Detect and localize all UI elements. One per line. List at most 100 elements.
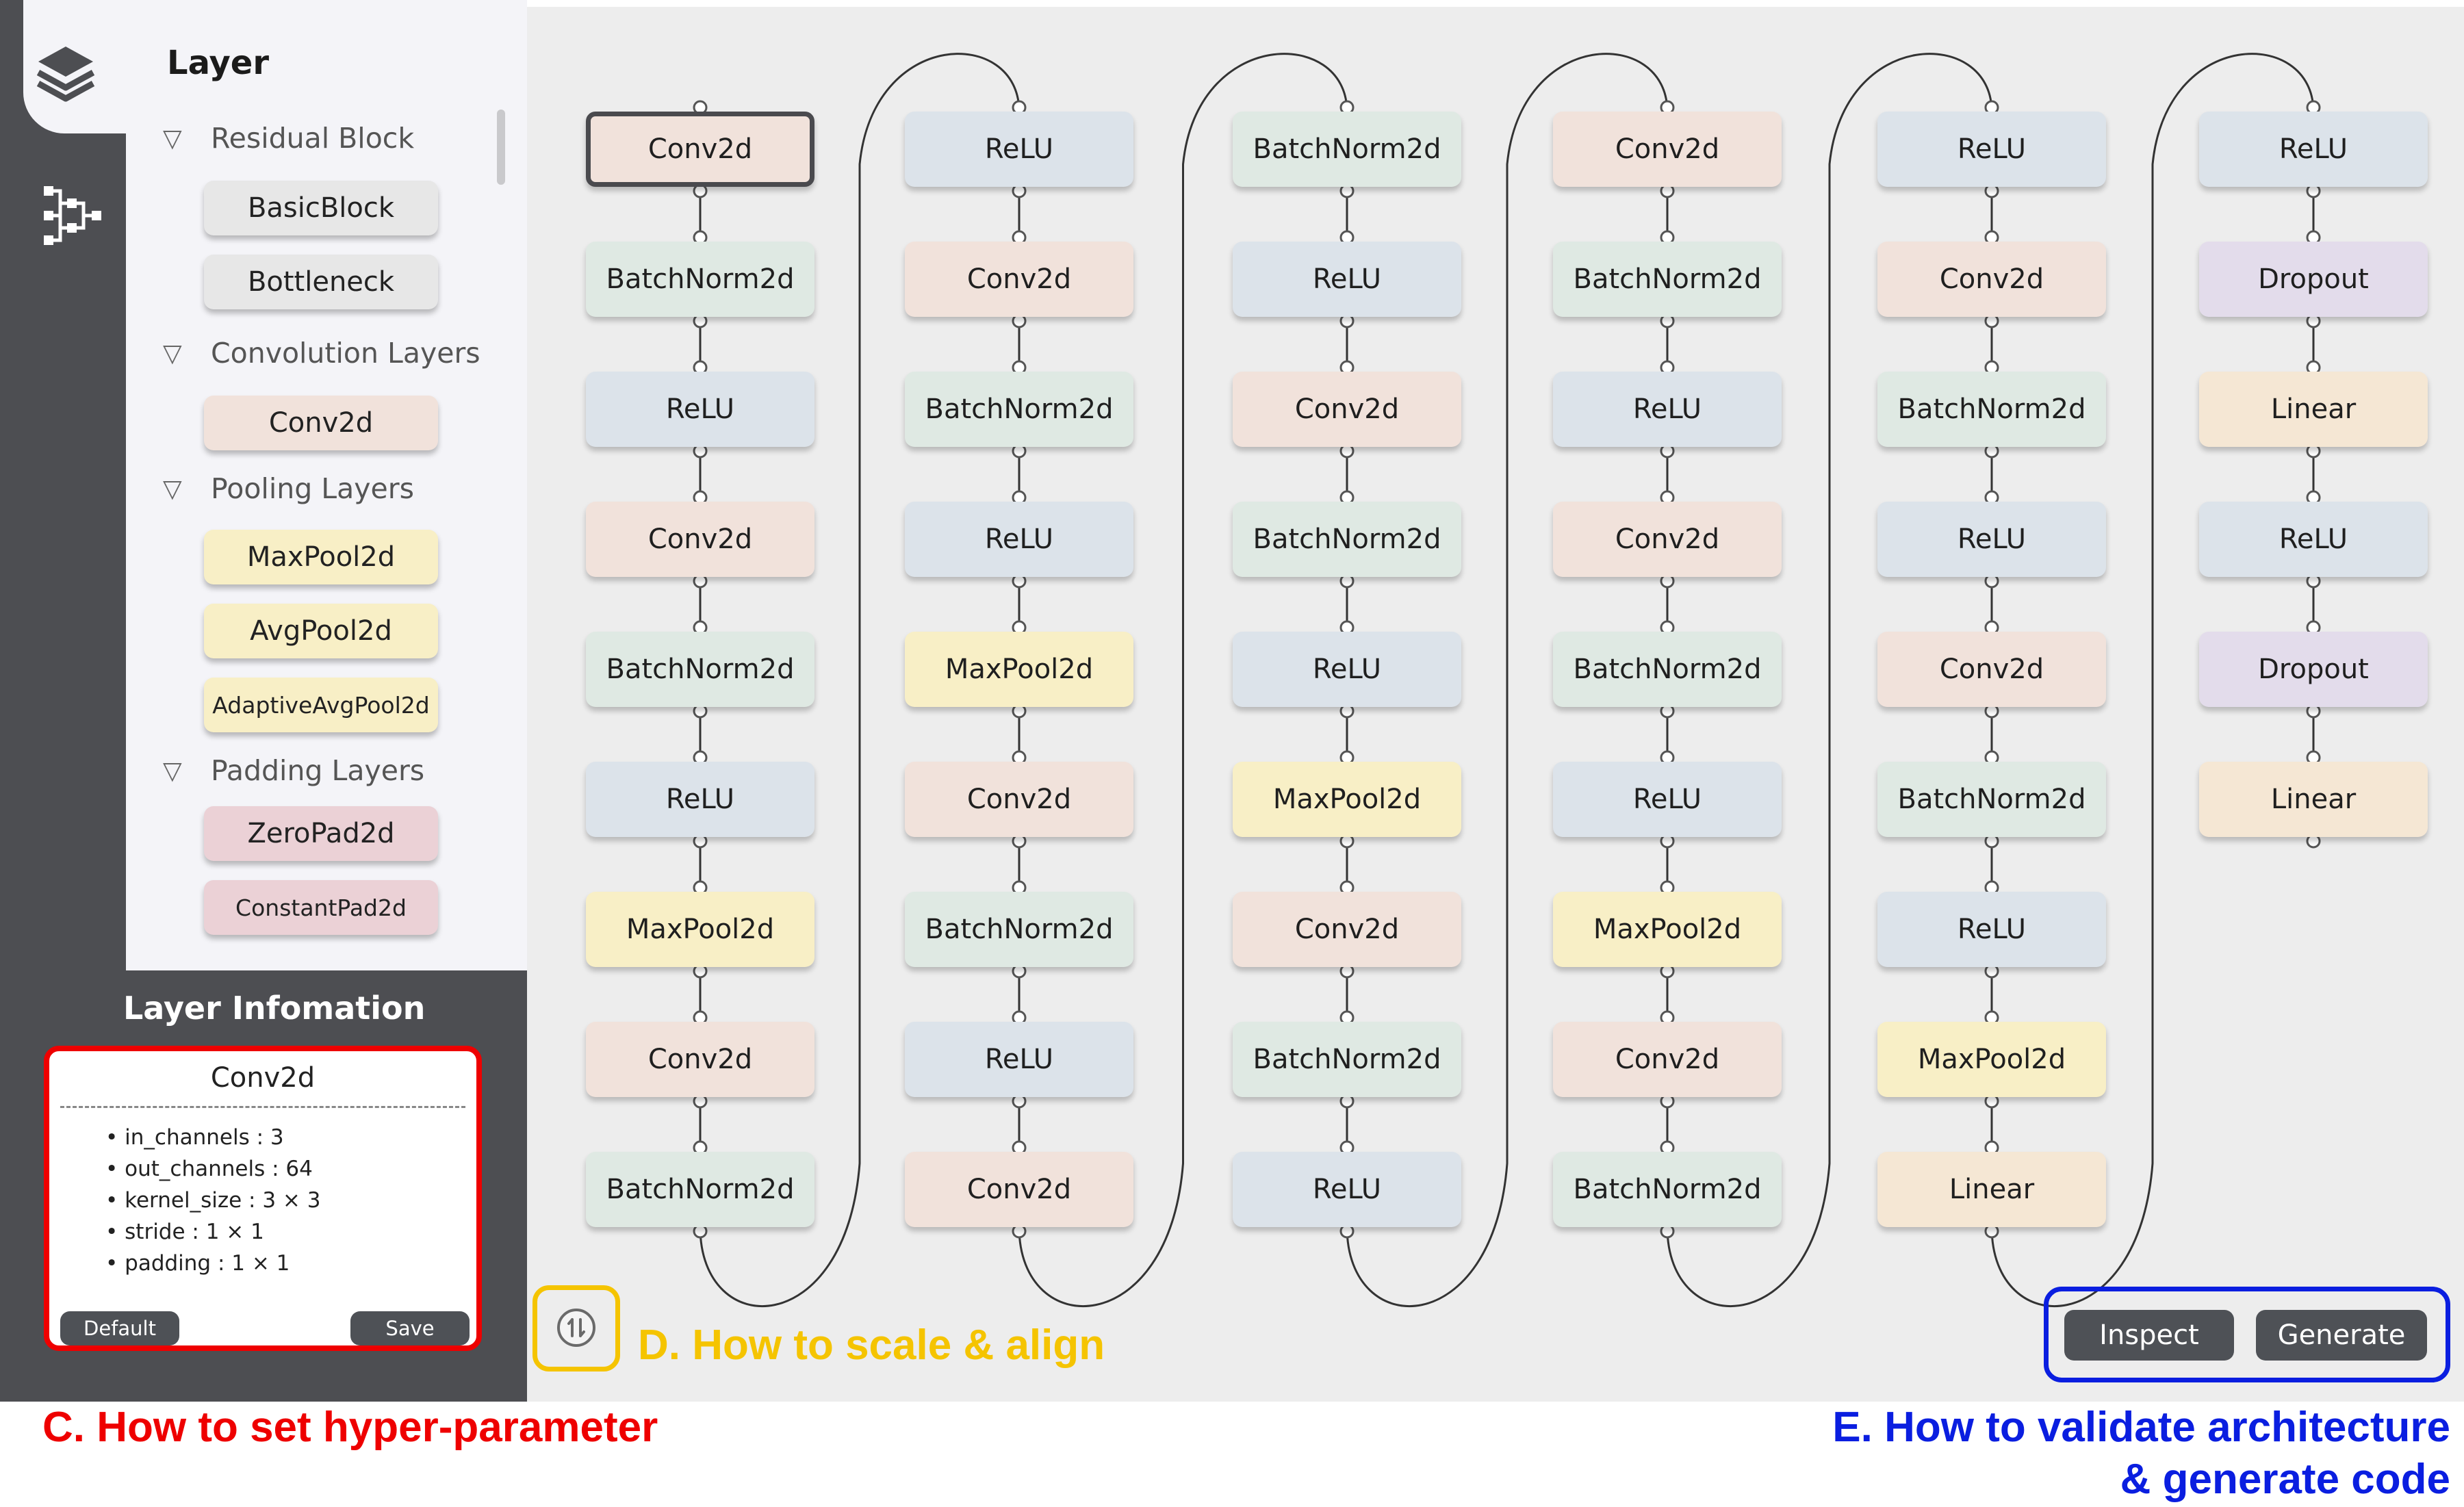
generate-button[interactable]: Generate: [2256, 1310, 2427, 1361]
node-maxpool2d[interactable]: MaxPool2d: [1233, 762, 1461, 837]
node-conv2d[interactable]: Conv2d: [1233, 892, 1461, 967]
node-maxpool2d[interactable]: MaxPool2d: [905, 632, 1133, 707]
section-label: Convolution Layers: [211, 337, 480, 370]
node-linear[interactable]: Linear: [2199, 762, 2428, 837]
param-separator: :: [265, 1157, 286, 1181]
canvas[interactable]: [527, 7, 2464, 1402]
node-relu[interactable]: ReLU: [1553, 762, 1782, 837]
section-label: Pooling Layers: [211, 472, 414, 505]
node-batchnorm2d[interactable]: BatchNorm2d: [905, 372, 1133, 447]
node-batchnorm2d[interactable]: BatchNorm2d: [1553, 1152, 1782, 1227]
param-kernel-size[interactable]: • kernel_size : 3 × 3: [105, 1188, 321, 1213]
bullet-icon: •: [105, 1220, 125, 1244]
node-maxpool2d[interactable]: MaxPool2d: [1553, 892, 1782, 967]
node-conv2d[interactable]: Conv2d: [905, 242, 1133, 317]
param-value[interactable]: 1 × 1: [231, 1251, 290, 1276]
node-relu[interactable]: ReLU: [1233, 632, 1461, 707]
palette-item-adaptiveavgpool2d[interactable]: AdaptiveAvgPool2d: [204, 678, 438, 732]
node-relu[interactable]: ReLU: [905, 112, 1133, 187]
section-label: Residual Block: [211, 122, 415, 155]
palette-item-avgpool2d[interactable]: AvgPool2d: [204, 604, 438, 658]
palette-item-bottleneck[interactable]: Bottleneck: [204, 255, 438, 309]
node-relu[interactable]: ReLU: [1233, 242, 1461, 317]
param-value[interactable]: 1 × 1: [205, 1220, 264, 1244]
palette-item-basicblock[interactable]: BasicBlock: [204, 181, 438, 235]
node-relu[interactable]: ReLU: [1553, 372, 1782, 447]
palette-item-maxpool2d[interactable]: MaxPool2d: [204, 530, 438, 584]
node-batchnorm2d[interactable]: BatchNorm2d: [586, 632, 814, 707]
param-in-channels[interactable]: • in_channels : 3: [105, 1125, 284, 1150]
node-linear[interactable]: Linear: [1877, 1152, 2106, 1227]
node-batchnorm2d[interactable]: BatchNorm2d: [1553, 632, 1782, 707]
node-linear[interactable]: Linear: [2199, 372, 2428, 447]
node-batchnorm2d[interactable]: BatchNorm2d: [1877, 762, 2106, 837]
layers-icon[interactable]: [33, 40, 99, 105]
node-batchnorm2d[interactable]: BatchNorm2d: [586, 242, 814, 317]
node-batchnorm2d[interactable]: BatchNorm2d: [1233, 502, 1461, 577]
node-conv2d[interactable]: Conv2d: [1233, 372, 1461, 447]
node-conv2d[interactable]: Conv2d: [586, 1022, 814, 1097]
node-conv2d[interactable]: Conv2d: [1877, 632, 2106, 707]
section-convolution-layers[interactable]: ▽ Convolution Layers: [163, 337, 480, 370]
param-separator: :: [185, 1220, 206, 1244]
scale-align-icon[interactable]: [556, 1307, 597, 1348]
node-maxpool2d[interactable]: MaxPool2d: [1877, 1022, 2106, 1097]
node-batchnorm2d[interactable]: BatchNorm2d: [1233, 1022, 1461, 1097]
node-conv2d[interactable]: Conv2d: [1553, 112, 1782, 187]
node-batchnorm2d[interactable]: BatchNorm2d: [1553, 242, 1782, 317]
node-relu[interactable]: ReLU: [586, 372, 814, 447]
collapse-triangle-icon[interactable]: ▽: [163, 474, 182, 503]
bullet-icon: •: [105, 1188, 125, 1213]
scale-align-highlight: [532, 1285, 620, 1371]
palette-item-constantpad2d[interactable]: ConstantPad2d: [204, 880, 438, 935]
collapse-triangle-icon[interactable]: ▽: [163, 339, 182, 368]
node-relu[interactable]: ReLU: [905, 502, 1133, 577]
section-pooling-layers[interactable]: ▽ Pooling Layers: [163, 472, 414, 505]
node-conv2d[interactable]: Conv2d: [1553, 502, 1782, 577]
param-key: padding: [125, 1251, 211, 1276]
save-button[interactable]: Save: [350, 1311, 470, 1345]
param-key: in_channels: [125, 1125, 250, 1150]
palette-item-zeropad2d[interactable]: ZeroPad2d: [204, 806, 438, 861]
collapse-triangle-icon[interactable]: ▽: [163, 756, 182, 785]
node-conv2d[interactable]: Conv2d: [905, 762, 1133, 837]
bullet-icon: •: [105, 1125, 125, 1150]
node-batchnorm2d[interactable]: BatchNorm2d: [1877, 372, 2106, 447]
node-conv2d[interactable]: Conv2d: [1553, 1022, 1782, 1097]
node-conv2d[interactable]: Conv2d: [1877, 242, 2106, 317]
node-conv2d[interactable]: Conv2d: [586, 112, 814, 187]
node-batchnorm2d[interactable]: BatchNorm2d: [586, 1152, 814, 1227]
node-dropout[interactable]: Dropout: [2199, 242, 2428, 317]
default-button[interactable]: Default: [60, 1311, 179, 1345]
node-conv2d[interactable]: Conv2d: [586, 502, 814, 577]
palette-scrollbar[interactable]: [497, 110, 505, 185]
inspect-button[interactable]: Inspect: [2064, 1310, 2234, 1361]
node-relu[interactable]: ReLU: [1233, 1152, 1461, 1227]
bullet-icon: •: [105, 1157, 125, 1181]
node-batchnorm2d[interactable]: BatchNorm2d: [1233, 112, 1461, 187]
tree-icon[interactable]: [42, 185, 104, 246]
node-relu[interactable]: ReLU: [586, 762, 814, 837]
param-padding[interactable]: • padding : 1 × 1: [105, 1251, 290, 1276]
node-maxpool2d[interactable]: MaxPool2d: [586, 892, 814, 967]
annotation-c: C. How to set hyper-parameter: [42, 1404, 658, 1451]
node-dropout[interactable]: Dropout: [2199, 632, 2428, 707]
node-relu[interactable]: ReLU: [905, 1022, 1133, 1097]
node-relu[interactable]: ReLU: [2199, 502, 2428, 577]
layer-info-card: Conv2d • in_channels : 3• out_channels :…: [44, 1046, 482, 1351]
node-relu[interactable]: ReLU: [2199, 112, 2428, 187]
node-relu[interactable]: ReLU: [1877, 892, 2106, 967]
node-conv2d[interactable]: Conv2d: [905, 1152, 1133, 1227]
section-residual-block[interactable]: ▽ Residual Block: [163, 122, 414, 155]
param-value[interactable]: 3 × 3: [262, 1188, 321, 1213]
param-value[interactable]: 64: [285, 1157, 313, 1181]
node-relu[interactable]: ReLU: [1877, 112, 2106, 187]
param-stride[interactable]: • stride : 1 × 1: [105, 1220, 264, 1244]
node-relu[interactable]: ReLU: [1877, 502, 2106, 577]
section-padding-layers[interactable]: ▽Padding Layers: [163, 754, 424, 787]
node-batchnorm2d[interactable]: BatchNorm2d: [905, 892, 1133, 967]
collapse-triangle-icon[interactable]: ▽: [163, 124, 182, 153]
param-value[interactable]: 3: [270, 1125, 284, 1150]
param-out-channels[interactable]: • out_channels : 64: [105, 1157, 313, 1181]
palette-item-conv2d[interactable]: Conv2d: [204, 396, 438, 450]
